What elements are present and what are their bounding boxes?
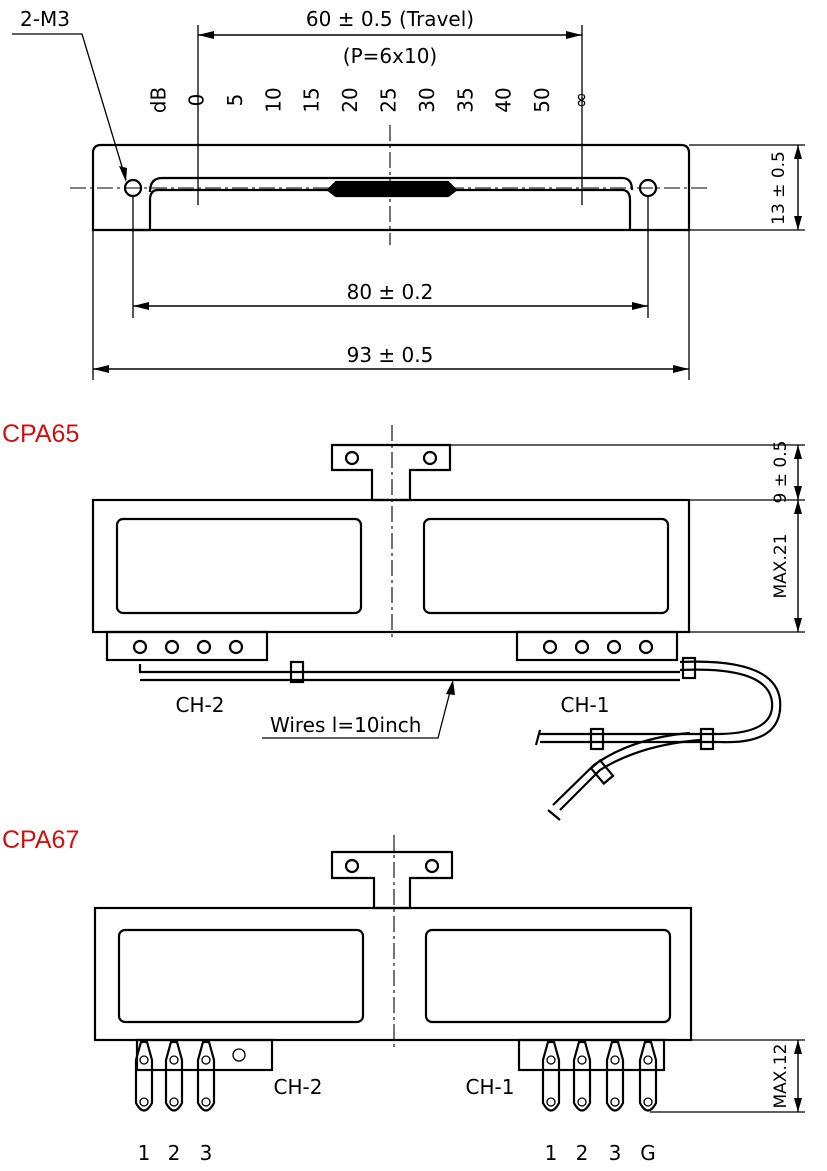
cpa65-body bbox=[91, 498, 691, 634]
slider-knob bbox=[326, 180, 458, 198]
travel-dimension: 60 ± 0.5 (Travel) bbox=[306, 7, 474, 31]
cpa67-body bbox=[93, 906, 693, 1042]
scale-tick-label: ∞ bbox=[569, 92, 593, 109]
cpa65-model-label: CPA65 bbox=[2, 420, 80, 448]
cpa65-knob-dimension: 9 ± 0.5 bbox=[771, 441, 791, 504]
top-slot-inner bbox=[130, 188, 632, 232]
scale-tick-label: 35 bbox=[453, 87, 477, 112]
cpa65-knob bbox=[330, 443, 452, 502]
mount-holes-label: 2-M3 bbox=[20, 7, 70, 31]
mount-holes-leader bbox=[12, 33, 127, 181]
cpa67-terminals bbox=[134, 1040, 658, 1112]
cpa67-ch2-terminal-block bbox=[135, 1038, 274, 1072]
solder-lug bbox=[574, 639, 590, 655]
height-dimension: 13 ± 0.5 bbox=[769, 151, 789, 225]
solder-lug bbox=[606, 639, 622, 655]
scale-tick-label: 10 bbox=[261, 87, 285, 112]
scale-tick-label: 20 bbox=[338, 87, 362, 112]
terminal-pin bbox=[572, 1040, 592, 1112]
cpa67-window-right bbox=[424, 928, 672, 1024]
terminal-pin bbox=[605, 1040, 625, 1112]
top-slot-upper bbox=[148, 176, 634, 193]
terminal-pin bbox=[164, 1040, 184, 1112]
cpa65-ch1-terminal-block bbox=[515, 630, 679, 662]
cpa67-model-label: CPA67 bbox=[2, 826, 80, 854]
overall-dimension: 93 ± 0.5 bbox=[347, 343, 434, 367]
solder-lug bbox=[228, 639, 244, 655]
cpa67-knob bbox=[330, 850, 454, 910]
solder-lug bbox=[132, 639, 148, 655]
cpa65-ch1-label: CH-1 bbox=[561, 693, 610, 717]
ch2-pin-label: 2 bbox=[168, 1141, 181, 1165]
scale-tick-label: 0 bbox=[185, 94, 209, 107]
cpa65-terminals bbox=[132, 639, 654, 655]
ch1-pin-label: 2 bbox=[576, 1141, 589, 1165]
cpa65-wire-harness bbox=[138, 664, 680, 674]
cpa67-ch1-label: CH-1 bbox=[466, 1075, 515, 1099]
top-view: 2-M3 60 ± 0.5 (Travel) (P=6x10) dB 0 5 10 1… bbox=[12, 7, 805, 380]
scale-tick-label: 30 bbox=[415, 87, 439, 112]
cpa67-window-left bbox=[117, 928, 365, 1024]
solder-lug bbox=[542, 639, 558, 655]
db-scale: dB 0 5 10 15 20 25 30 35 40 50 ∞ bbox=[147, 87, 593, 113]
solder-lug bbox=[196, 639, 212, 655]
cpa67-ch1-terminal-block bbox=[517, 1038, 666, 1072]
scale-tick-label: 40 bbox=[492, 87, 516, 112]
terminal-pin bbox=[134, 1040, 154, 1112]
cpa65-body-dimension: MAX.21 bbox=[771, 534, 791, 599]
cpa65-window-right bbox=[422, 517, 670, 615]
cpa67-terminal-dimension: MAX.12 bbox=[771, 1044, 791, 1109]
solder-lug bbox=[638, 639, 654, 655]
mount-dimension: 80 ± 0.2 bbox=[347, 280, 434, 304]
top-body-outline bbox=[91, 143, 691, 232]
ch1-pin-label: 1 bbox=[545, 1141, 558, 1165]
cpa65-wires-label: Wires l=10inch bbox=[270, 713, 421, 737]
scale-tick-label: 5 bbox=[223, 94, 247, 107]
cpa65-window-left bbox=[115, 517, 363, 615]
terminal-pin bbox=[541, 1040, 561, 1112]
ch1-pin-label: G bbox=[640, 1141, 656, 1165]
cpa67-ch2-label: CH-2 bbox=[274, 1075, 323, 1099]
solder-lug bbox=[164, 639, 180, 655]
scale-unit-label: dB bbox=[147, 87, 171, 113]
ch2-pin-label: 3 bbox=[200, 1141, 213, 1165]
scale-tick-label: 25 bbox=[377, 87, 401, 112]
terminal-pin bbox=[638, 1040, 658, 1112]
scale-tick-label: 15 bbox=[300, 87, 324, 112]
ch1-pin-label: 3 bbox=[609, 1141, 622, 1165]
ch2-pin-label: 1 bbox=[138, 1141, 151, 1165]
cpa65-ch2-label: CH-2 bbox=[176, 693, 225, 717]
terminal-pin bbox=[196, 1040, 216, 1112]
scale-tick-label: 50 bbox=[530, 87, 554, 112]
pitch-label: (P=6x10) bbox=[343, 44, 437, 68]
cpa65-view: CH-2 CH-1 Wires l=10inch 9 ± 0.5 MAX.21 bbox=[91, 425, 805, 821]
cpa65-ch2-terminal-block bbox=[105, 630, 269, 662]
